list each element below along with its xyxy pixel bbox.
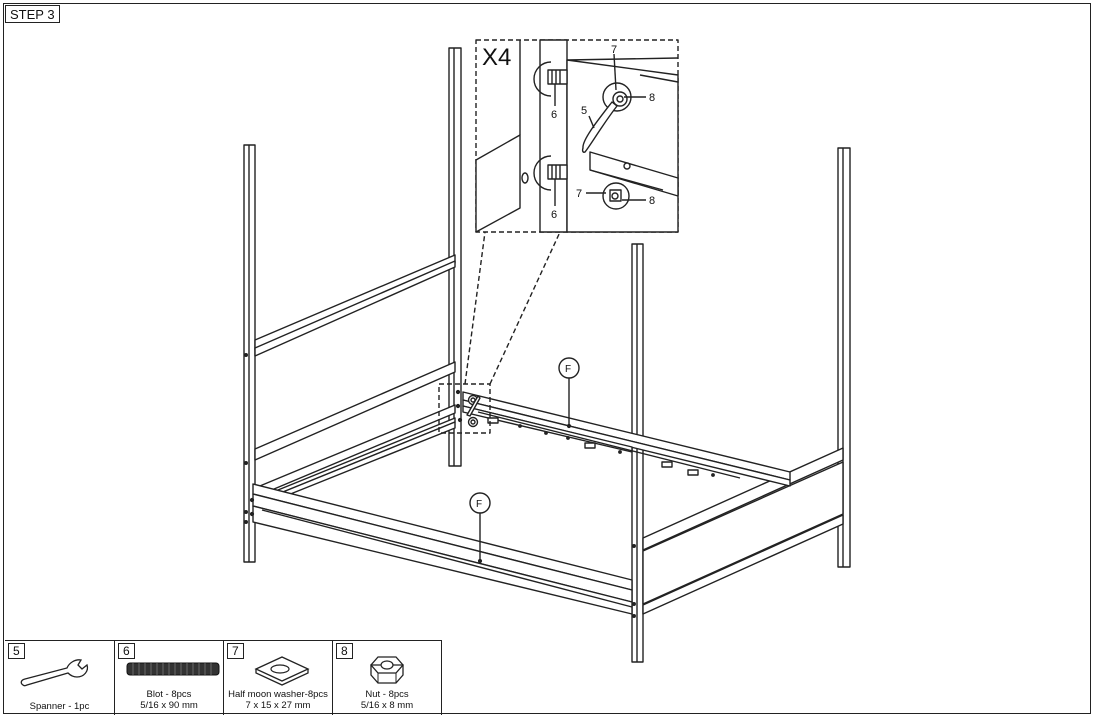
callout-5: 5: [581, 105, 587, 117]
step-label: STEP 3: [5, 5, 60, 23]
left-front-post: [243, 144, 256, 563]
half-moon-washer-icon: [254, 656, 310, 686]
part-7-cell: 7 Half moon washer-8pcs 7 x 15 x 27 mm: [223, 641, 332, 715]
nut-icon: [370, 656, 404, 684]
right-front-post: [631, 243, 644, 663]
callout-6-bottom: 6: [551, 209, 557, 221]
part-f-label: F: [565, 364, 571, 375]
page-frame: [3, 3, 1091, 714]
spanner-icon: [20, 659, 89, 687]
front-side-rail: [249, 483, 633, 615]
part-8-cell: 8 Nut - 8pcs 5/16 x 8 mm: [332, 641, 441, 715]
callout-7-top: 7: [611, 44, 617, 56]
right-end-rails: [642, 447, 844, 615]
part-spec: 5/16 x 90 mm: [140, 700, 198, 711]
bolt-assembly-detail: [455, 389, 481, 428]
detail-connector-line: [489, 231, 561, 385]
parts-legend: 5 Spanner - 1pc 6 Blot - 8pcs 5/16 x 90 …: [5, 640, 442, 715]
part-spec: 7 x 15 x 27 mm: [245, 700, 311, 711]
part-f-label: F: [476, 499, 482, 510]
detail-highlight-box: [438, 383, 491, 434]
left-side-rails: [254, 254, 456, 498]
part-f-marker: [469, 492, 491, 514]
part-5-cell: 5 Spanner - 1pc: [5, 641, 114, 715]
callout-8-top: 8: [649, 92, 655, 104]
part-name: Spanner - 1pc: [29, 701, 90, 712]
part-6-cell: 6 Blot - 8pcs 5/16 x 90 mm: [114, 641, 223, 715]
detail-connector-line: [464, 231, 486, 385]
callout-8-bottom: 8: [649, 195, 655, 207]
inset-multiplier-text: X4: [482, 44, 511, 71]
callout-6-top: 6: [551, 109, 557, 121]
part-name: Half moon washer-8pcs: [228, 689, 328, 700]
part-name: Blot - 8pcs: [146, 689, 192, 700]
part-number: 8: [336, 643, 353, 659]
part-number: 7: [227, 643, 244, 659]
back-side-rail: [462, 391, 791, 487]
part-number: 5: [8, 643, 25, 659]
part-f-marker: [558, 357, 580, 379]
part-number: 6: [118, 643, 135, 659]
inset-detail: [475, 39, 679, 233]
part-name: Nut - 8pcs: [365, 689, 409, 700]
part-spec: 5/16 x 8 mm: [360, 700, 414, 711]
callout-7-bottom: 7: [576, 188, 582, 200]
bolt-icon: [126, 662, 220, 676]
